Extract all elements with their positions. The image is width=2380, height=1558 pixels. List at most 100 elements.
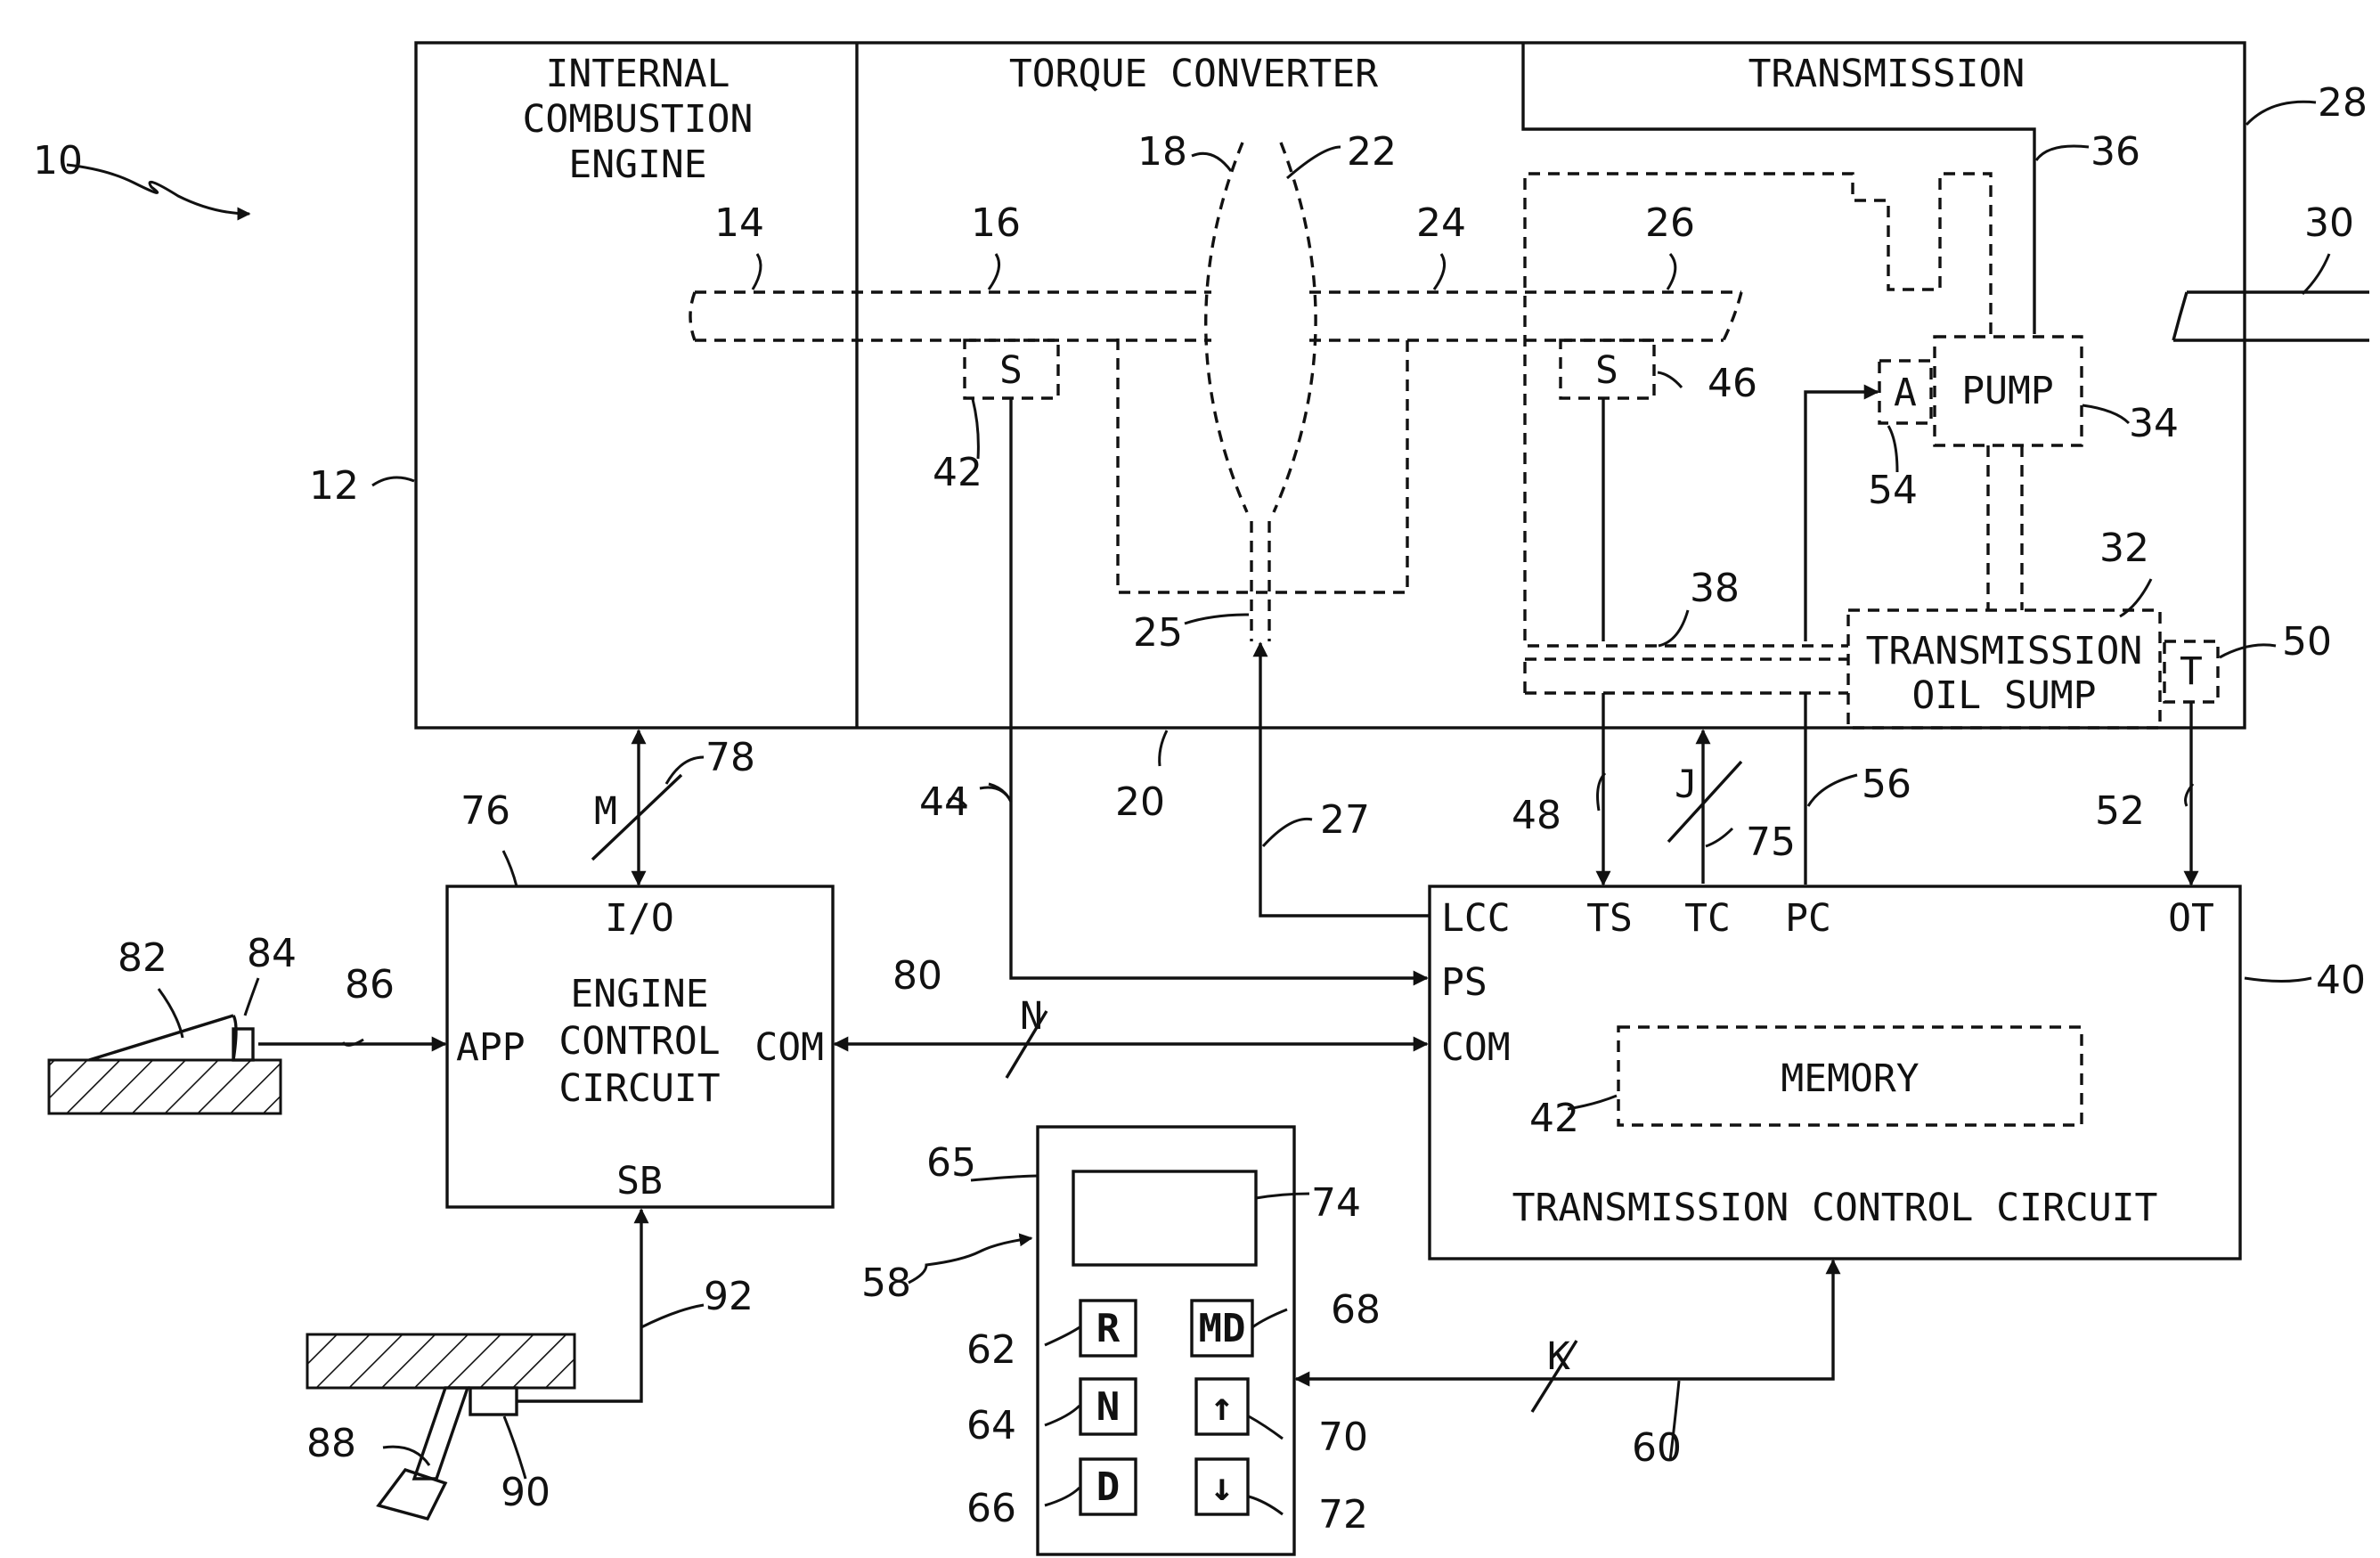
svg-text:N: N bbox=[1096, 1384, 1121, 1430]
ecc-line2: CONTROL bbox=[558, 1019, 720, 1064]
ref-24: 24 bbox=[1416, 200, 1466, 246]
port-ts: TS bbox=[1586, 896, 1633, 941]
ref-68: 68 bbox=[1331, 1287, 1381, 1333]
engine-label-line2: COMBUSTION bbox=[523, 97, 754, 142]
ecc-sb: SB bbox=[616, 1159, 663, 1203]
ref-46: 46 bbox=[1708, 361, 1757, 406]
selector-button-down[interactable]: ↓ bbox=[1196, 1459, 1248, 1514]
ref-80: 80 bbox=[892, 953, 942, 999]
ref-84: 84 bbox=[247, 931, 297, 976]
ecc-app: APP bbox=[456, 1025, 526, 1070]
impeller-18 bbox=[1206, 143, 1247, 512]
pump: PUMP bbox=[1935, 337, 2082, 610]
selector-display bbox=[1073, 1171, 1256, 1265]
ref-58: 58 bbox=[861, 1260, 911, 1306]
speed-sensor-output: S bbox=[1561, 340, 1654, 398]
engine-label-line1: INTERNAL bbox=[545, 52, 729, 96]
svg-text:D: D bbox=[1096, 1464, 1121, 1510]
selector-button-d[interactable]: D bbox=[1080, 1459, 1136, 1514]
svg-text:↓: ↓ bbox=[1210, 1464, 1235, 1510]
selector-button-r[interactable]: R bbox=[1080, 1301, 1136, 1356]
ecc-line1: ENGINE bbox=[570, 972, 708, 1016]
sump-label-line2: OIL SUMP bbox=[1911, 673, 2096, 718]
port-ps: PS bbox=[1441, 960, 1488, 1005]
accumulator-label: A bbox=[1894, 371, 1917, 415]
svg-text:MD: MD bbox=[1199, 1306, 1246, 1351]
transmission-oil-sump: TRANSMISSION OIL SUMP T bbox=[1848, 610, 2218, 728]
ref-56: 56 bbox=[1862, 762, 1911, 807]
port-com-tcc: COM bbox=[1441, 1025, 1511, 1070]
lockup-clutch-housing bbox=[1118, 339, 1407, 592]
engine-control-circuit: I/O ENGINE CONTROL CIRCUIT APP COM SB bbox=[447, 886, 833, 1207]
ref-88: 88 bbox=[306, 1421, 356, 1466]
port-ot: OT bbox=[2168, 896, 2214, 941]
ref-14: 14 bbox=[714, 200, 764, 246]
ref-86: 86 bbox=[345, 962, 395, 1007]
ref-16: 16 bbox=[971, 200, 1021, 246]
sump-label-line1: TRANSMISSION bbox=[1866, 629, 2143, 673]
ref-66: 66 bbox=[966, 1486, 1016, 1531]
shafts bbox=[690, 292, 2369, 340]
ref-12: 12 bbox=[309, 463, 359, 509]
ref-20: 20 bbox=[1115, 779, 1165, 825]
ref-70: 70 bbox=[1318, 1415, 1368, 1460]
selector-button-n[interactable]: N bbox=[1080, 1379, 1136, 1434]
port-pc: PC bbox=[1785, 896, 1831, 941]
accumulator: A bbox=[1879, 361, 1931, 423]
ref-36: 36 bbox=[2091, 129, 2140, 175]
svg-text:R: R bbox=[1096, 1306, 1121, 1351]
ref-38: 38 bbox=[1690, 566, 1740, 611]
torque-converter-label: TORQUE CONVERTER bbox=[1009, 52, 1378, 96]
ref-26: 26 bbox=[1645, 200, 1695, 246]
ref-32: 32 bbox=[2099, 526, 2149, 571]
turbine-22 bbox=[1274, 143, 1316, 512]
ref-78: 78 bbox=[705, 735, 755, 780]
ref-22: 22 bbox=[1347, 129, 1397, 175]
ecc-line3: CIRCUIT bbox=[558, 1066, 720, 1111]
temp-sensor-label: T bbox=[2180, 649, 2203, 694]
speed-sensor-output-label: S bbox=[1595, 348, 1618, 393]
ref-44: 44 bbox=[919, 779, 969, 825]
ref-82: 82 bbox=[118, 935, 167, 981]
ref-10: 10 bbox=[33, 138, 83, 184]
bus-label-j: J bbox=[1675, 763, 1698, 807]
ref-18: 18 bbox=[1137, 129, 1187, 175]
tcc-title: TRANSMISSION CONTROL CIRCUIT bbox=[1512, 1186, 2158, 1230]
ref-54: 54 bbox=[1868, 468, 1918, 513]
ref-40: 40 bbox=[2316, 958, 2366, 1003]
ref-50: 50 bbox=[2282, 619, 2332, 665]
transmission-control-circuit: LCC PS COM TS TC PC OT MEMORY TRANSMISSI… bbox=[1430, 886, 2240, 1259]
output-shaft bbox=[2173, 292, 2369, 340]
speed-sensor-input: S bbox=[965, 340, 1058, 398]
ref-60: 60 bbox=[1632, 1425, 1682, 1471]
ref-52: 52 bbox=[2095, 788, 2145, 834]
bus-label-k: K bbox=[1547, 1334, 1570, 1379]
selector-button-md[interactable]: MD bbox=[1192, 1301, 1252, 1356]
accelerator-pedal bbox=[49, 1016, 281, 1113]
engine-shaft bbox=[690, 292, 1211, 340]
ecc-io: I/O bbox=[605, 896, 674, 941]
bus-labels: M N J K bbox=[594, 763, 1698, 1379]
ref-74: 74 bbox=[1311, 1180, 1361, 1226]
ref-28: 28 bbox=[2318, 80, 2368, 126]
svg-text:↑: ↑ bbox=[1210, 1384, 1235, 1430]
port-lcc: LCC bbox=[1441, 896, 1511, 941]
ecc-com: COM bbox=[754, 1025, 824, 1070]
transmission-label: TRANSMISSION bbox=[1748, 52, 2025, 96]
ref-65: 65 bbox=[926, 1140, 976, 1186]
ref-64: 64 bbox=[966, 1403, 1016, 1448]
ref-75: 75 bbox=[1746, 820, 1796, 865]
memory-label: MEMORY bbox=[1781, 1056, 1919, 1101]
engine-block: INTERNAL COMBUSTION ENGINE bbox=[523, 52, 754, 187]
selector-button-up[interactable]: ↑ bbox=[1196, 1379, 1248, 1434]
ref-90: 90 bbox=[501, 1470, 550, 1515]
engine-label-line3: ENGINE bbox=[568, 143, 706, 187]
port-tc: TC bbox=[1684, 896, 1731, 941]
ref-34: 34 bbox=[2129, 401, 2179, 446]
speed-sensor-input-label: S bbox=[999, 348, 1023, 393]
ref-42-memory: 42 bbox=[1529, 1096, 1579, 1141]
ref-92: 92 bbox=[704, 1274, 754, 1319]
bus-label-m: M bbox=[594, 789, 617, 834]
ref-62: 62 bbox=[966, 1327, 1016, 1373]
